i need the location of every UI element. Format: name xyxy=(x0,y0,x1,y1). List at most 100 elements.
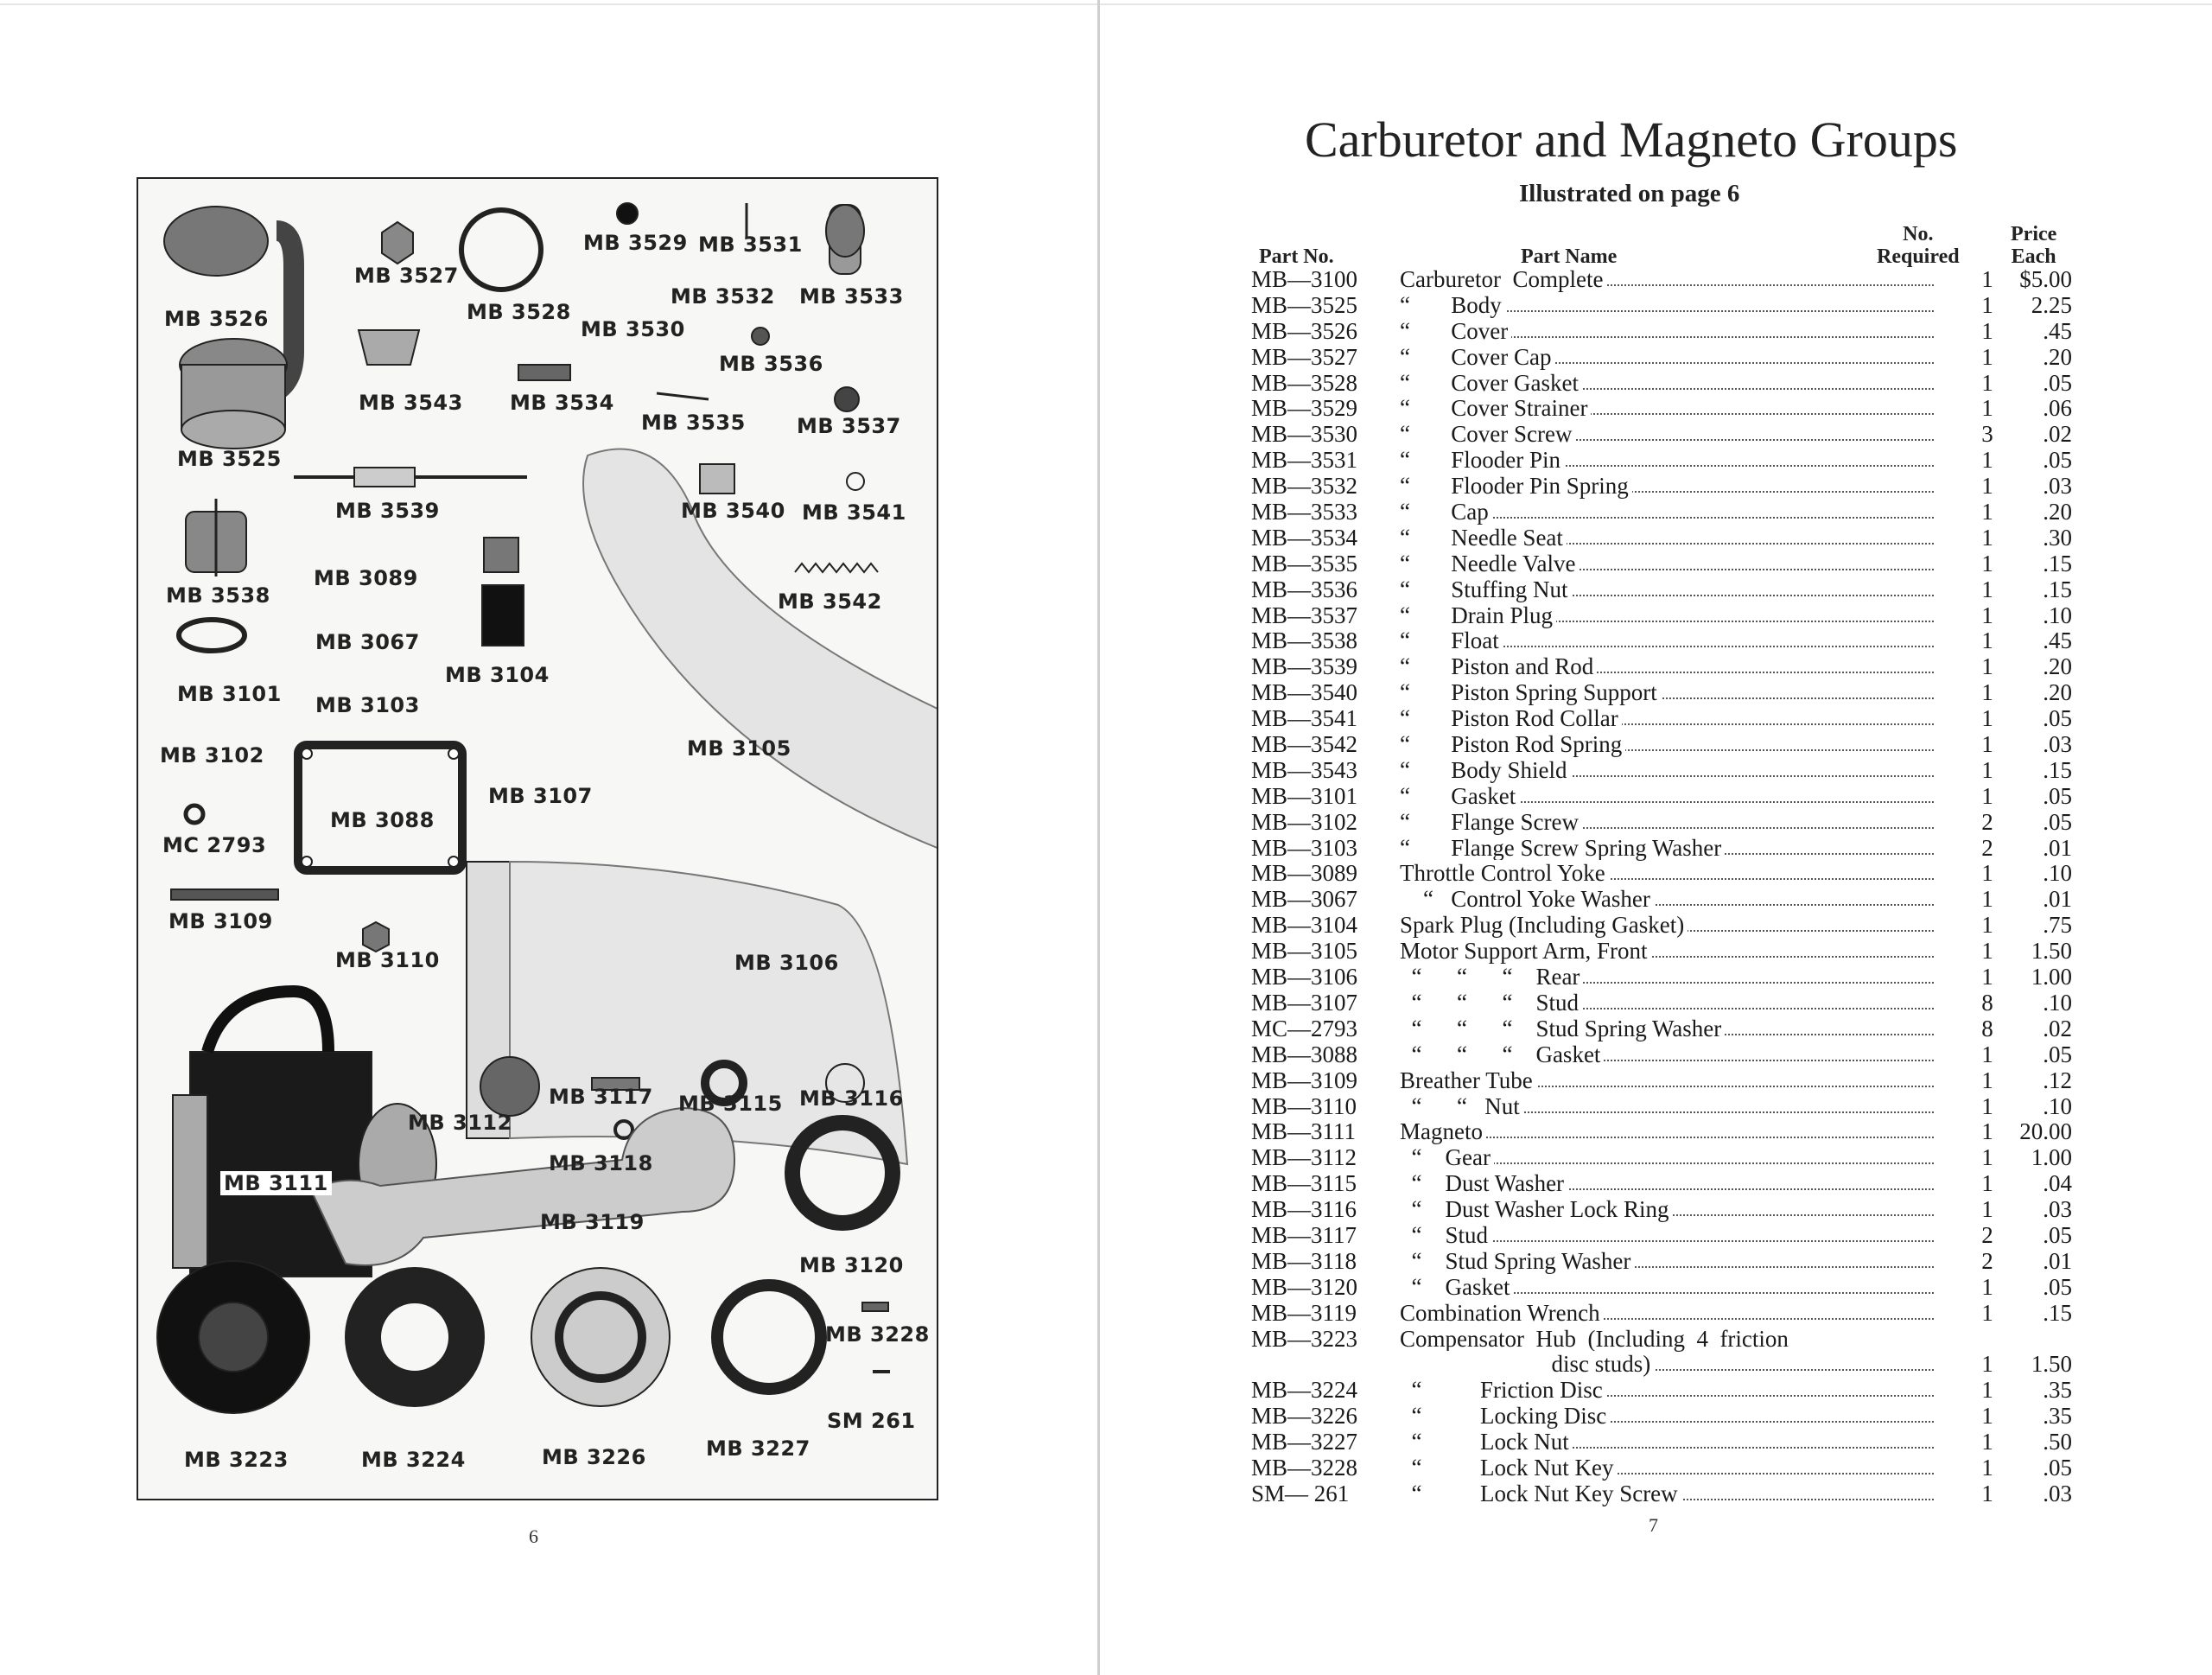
quantity-required: 1 xyxy=(1981,1041,1993,1067)
quantity-required: 1 xyxy=(1981,369,1993,396)
label-mb-3067: MB 3067 xyxy=(315,630,420,654)
price-each: .20 xyxy=(2043,679,2072,706)
part-number: MB—3120 xyxy=(1251,1273,1358,1300)
leader-dots xyxy=(1400,517,1934,519)
part-name: “ Cover xyxy=(1400,317,1934,344)
part-number: MB—3525 xyxy=(1251,291,1358,318)
part-number: MB—3102 xyxy=(1251,808,1358,835)
part-name-text: “ Piston Spring Support xyxy=(1400,679,1661,706)
leader-dots xyxy=(1400,1239,1934,1242)
parts-photo-plate: MB 3526 MB 3527 MB 3528 MB 3529 MB 3531 … xyxy=(137,177,938,1500)
part-name-text: “ “ Nut xyxy=(1400,1092,1523,1119)
price-each: .15 xyxy=(2043,576,2072,602)
price-each: .15 xyxy=(2043,1299,2072,1326)
part-name-text: “ Flange Screw Spring Washer xyxy=(1400,834,1726,861)
quantity-required: 1 xyxy=(1981,782,1993,809)
part-name: “ Needle Valve xyxy=(1400,550,1934,576)
price-each: .04 xyxy=(2043,1170,2072,1197)
part-name-text: “ Cover Gasket xyxy=(1400,369,1582,396)
label-mb-3526: MB 3526 xyxy=(164,307,269,331)
quantity-required: 1 xyxy=(1981,1144,1993,1171)
part-number: MB—3088 xyxy=(1251,1041,1358,1067)
part-name-text: “ Cover Screw xyxy=(1400,421,1576,448)
part-number: SM— 261 xyxy=(1251,1480,1350,1506)
part-number: MB—3540 xyxy=(1251,679,1358,706)
part-name: “ Gasket xyxy=(1400,782,1934,809)
part-name-text: “ Gear xyxy=(1400,1144,1494,1171)
leader-dots xyxy=(1400,568,1934,570)
part-name-text: “ Flange Screw xyxy=(1400,808,1582,835)
part-number: MB—3526 xyxy=(1251,317,1358,344)
part-number: MB—3112 xyxy=(1251,1144,1357,1171)
part-name-text: disc studs) xyxy=(1400,1351,1655,1378)
part-number: MB—3067 xyxy=(1251,886,1358,913)
quantity-required: 1 xyxy=(1981,731,1993,758)
label-mb-3117: MB 3117 xyxy=(549,1085,653,1109)
label-mb-3540: MB 3540 xyxy=(681,499,785,523)
quantity-required: 1 xyxy=(1981,1299,1993,1326)
label-mb-3539: MB 3539 xyxy=(335,499,440,523)
part-name-text: “ Cap xyxy=(1400,499,1492,525)
price-each: .05 xyxy=(2043,1454,2072,1481)
label-mb-3226: MB 3226 xyxy=(542,1445,646,1469)
quantity-required: 1 xyxy=(1981,1377,1993,1404)
part-name: “ Gear xyxy=(1400,1144,1934,1171)
part-name-text: “ “ “ Rear xyxy=(1400,964,1584,990)
label-mb-3119: MB 3119 xyxy=(540,1210,645,1234)
label-mb-3525: MB 3525 xyxy=(177,447,282,471)
leader-dots xyxy=(1400,826,1934,829)
part-name: “ “ “ Rear xyxy=(1400,964,1934,990)
part-name-text: “ Lock Nut xyxy=(1400,1429,1573,1455)
leader-dots xyxy=(1400,878,1934,881)
part-number: MB—3530 xyxy=(1251,421,1358,448)
header-no-required: No. Required xyxy=(1877,223,1960,268)
part-name-text: “ Piston Rod Spring xyxy=(1400,731,1626,758)
price-each: 20.00 xyxy=(2019,1118,2072,1145)
price-each: .02 xyxy=(2043,421,2072,448)
label-mb-3537: MB 3537 xyxy=(797,414,901,438)
part-number: MB—3103 xyxy=(1251,834,1358,861)
price-each: .05 xyxy=(2043,1221,2072,1248)
part-name: Combination Wrench xyxy=(1400,1299,1934,1326)
part-number: MB—3531 xyxy=(1251,447,1358,474)
leader-dots xyxy=(1400,1421,1934,1423)
leader-dots xyxy=(1400,774,1934,777)
part-name-text: “ Gasket xyxy=(1400,1273,1514,1300)
price-each: .01 xyxy=(2043,886,2072,913)
part-name-text: “ Locking Disc xyxy=(1400,1403,1611,1430)
part-name-text: “ Flooder Pin Spring xyxy=(1400,473,1632,500)
part-number: MB—3104 xyxy=(1251,912,1358,939)
price-each: .12 xyxy=(2043,1067,2072,1093)
quantity-required: 1 xyxy=(1981,756,1993,783)
part-name: “ Body xyxy=(1400,291,1934,318)
part-name: “ Drain Plug xyxy=(1400,602,1934,628)
part-number: MB—3109 xyxy=(1251,1067,1358,1093)
leader-dots xyxy=(1400,335,1934,338)
part-number: MB—3111 xyxy=(1251,1118,1357,1145)
price-each: .05 xyxy=(2043,369,2072,396)
quantity-required: 1 xyxy=(1981,1273,1993,1300)
part-name-text: “ “ “ Stud xyxy=(1400,989,1582,1016)
part-name-text: Throttle Control Yoke xyxy=(1400,860,1609,887)
page-number-right: 7 xyxy=(1649,1514,1658,1536)
price-each: .10 xyxy=(2043,989,2072,1016)
leader-dots xyxy=(1400,956,1934,959)
quantity-required: 1 xyxy=(1981,343,1993,370)
parts-illustration xyxy=(156,202,937,1414)
